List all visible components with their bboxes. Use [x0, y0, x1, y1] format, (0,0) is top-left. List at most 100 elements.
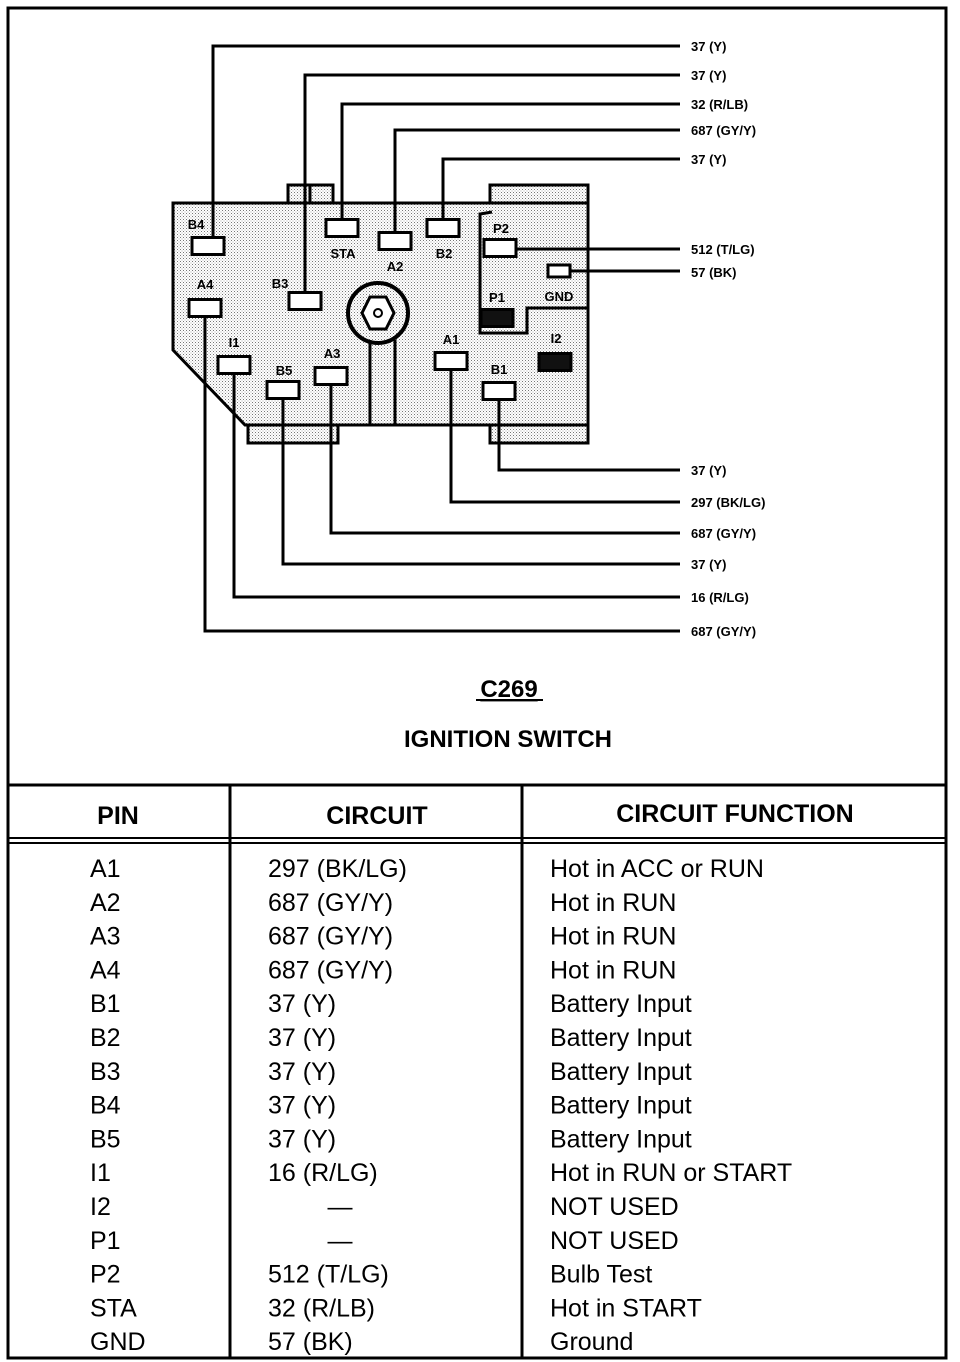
- wire-a3: [329, 384, 680, 535]
- cell-circuit: —: [328, 1227, 353, 1255]
- cell-function: Hot in RUN: [550, 889, 676, 917]
- pin-label-a4: A4: [197, 277, 214, 292]
- pin-label-a1: A1: [443, 332, 460, 347]
- pin-terminal-p2: [482, 238, 518, 258]
- pin-label-a3: A3: [324, 346, 341, 361]
- cell-pin: GND: [90, 1328, 146, 1356]
- pin-label-b3: B3: [272, 276, 289, 291]
- wire-label-b1: 37 (Y): [691, 463, 726, 478]
- pin-terminal-b5: [265, 380, 301, 400]
- wire-label-a2: 687 (GY/Y): [691, 123, 756, 138]
- cell-pin: A2: [90, 889, 121, 917]
- pin-label-sta: STA: [330, 246, 356, 261]
- wire-label-a3: 687 (GY/Y): [691, 526, 756, 541]
- wire-b3: [303, 73, 680, 293]
- cell-circuit: 37 (Y): [268, 1058, 336, 1086]
- wire-label-a1: 297 (BK/LG): [691, 495, 765, 510]
- cell-circuit: 687 (GY/Y): [268, 956, 393, 984]
- wire-label-a4: 687 (GY/Y): [691, 624, 756, 639]
- cell-pin: P2: [90, 1261, 121, 1289]
- cell-circuit: 687 (GY/Y): [268, 923, 393, 951]
- cell-pin: B4: [90, 1092, 121, 1120]
- pin-label-b5: B5: [276, 363, 293, 378]
- table-row: A2 687 (GY/Y) Hot in RUN: [90, 889, 676, 917]
- wire-label-i1: 16 (R/LG): [691, 590, 749, 605]
- cell-function: Battery Input: [550, 990, 692, 1018]
- wire-i1: [232, 373, 680, 599]
- cell-function: Hot in RUN: [550, 923, 676, 951]
- wire-a1: [449, 369, 680, 504]
- wire-label-b5: 37 (Y): [691, 557, 726, 572]
- cell-pin: A1: [90, 855, 121, 883]
- wire-label-b3: 37 (Y): [691, 68, 726, 83]
- wire-label-sta: 32 (R/LB): [691, 97, 748, 112]
- cell-function: Battery Input: [550, 1024, 692, 1052]
- cell-function: Hot in RUN or START: [550, 1159, 792, 1187]
- pin-terminal-p1: [479, 308, 515, 328]
- connector-body: [171, 183, 590, 445]
- pin-terminal-b1: [481, 381, 517, 401]
- pin-label-i2: I2: [551, 331, 562, 346]
- cell-circuit: 37 (Y): [268, 1125, 336, 1153]
- header-pin: PIN: [97, 802, 139, 830]
- wire-b5: [281, 398, 680, 566]
- wire-b1: [497, 399, 680, 472]
- pin-terminal-a3: [313, 366, 349, 386]
- cell-function: NOT USED: [550, 1193, 679, 1221]
- wire-a4: [203, 316, 680, 633]
- cell-circuit: 37 (Y): [268, 1024, 336, 1052]
- cell-circuit: 687 (GY/Y): [268, 889, 393, 917]
- pin-terminal-b3: [287, 291, 323, 311]
- pin-terminal-a2: [377, 231, 413, 251]
- wire-label-b4: 37 (Y): [691, 39, 726, 54]
- cell-pin: P1: [90, 1227, 121, 1255]
- pin-terminal-a4: [187, 298, 223, 318]
- table-row: A4 687 (GY/Y) Hot in RUN: [90, 956, 676, 984]
- pin-terminal-sta: [324, 218, 360, 238]
- cell-pin: B3: [90, 1058, 121, 1086]
- pin-label-b2: B2: [436, 246, 453, 261]
- wire-b4: [211, 44, 680, 238]
- header-circuit-function: CIRCUIT FUNCTION: [616, 800, 853, 828]
- cell-circuit: 57 (BK): [268, 1328, 353, 1356]
- wire-sta: [340, 102, 680, 220]
- pin-terminal-i1: [216, 355, 252, 375]
- table-row: P2 512 (T/LG) Bulb Test: [90, 1261, 652, 1289]
- cell-function: Hot in RUN: [550, 956, 676, 984]
- cell-circuit: 37 (Y): [268, 990, 336, 1018]
- cell-function: NOT USED: [550, 1227, 679, 1255]
- table-row: A3 687 (GY/Y) Hot in RUN: [90, 923, 676, 951]
- pin-label-b4: B4: [188, 217, 205, 232]
- cell-circuit: 16 (R/LG): [268, 1159, 378, 1187]
- cell-function: Battery Input: [550, 1058, 692, 1086]
- cell-circuit: 32 (R/LB): [268, 1294, 375, 1322]
- table-row: B3 37 (Y) Battery Input: [90, 1058, 692, 1086]
- wire-label-b2: 37 (Y): [691, 152, 726, 167]
- cell-pin: A3: [90, 923, 121, 951]
- header-circuit: CIRCUIT: [326, 802, 427, 830]
- cell-circuit: 512 (T/LG): [268, 1261, 389, 1289]
- cell-function: Bulb Test: [550, 1261, 652, 1289]
- pin-terminal-i2: [537, 352, 573, 372]
- pin-label-gnd: GND: [545, 289, 574, 304]
- pin-terminal-b2: [425, 218, 461, 238]
- wire-label-p2: 512 (T/LG): [691, 242, 755, 257]
- table-row: I2 — NOT USED: [90, 1193, 679, 1221]
- cell-pin: STA: [90, 1294, 137, 1322]
- cell-function: Ground: [550, 1328, 633, 1356]
- wire-label-gnd: 57 (BK): [691, 265, 737, 280]
- cell-pin: B1: [90, 990, 121, 1018]
- cell-circuit: —: [328, 1193, 353, 1221]
- cell-pin: I2: [90, 1193, 111, 1221]
- cell-function: Hot in ACC or RUN: [550, 855, 764, 883]
- cell-pin: A4: [90, 956, 121, 984]
- pin-label-b1: B1: [491, 362, 508, 377]
- pin-label-p1: P1: [489, 290, 505, 305]
- cell-function: Battery Input: [550, 1125, 692, 1153]
